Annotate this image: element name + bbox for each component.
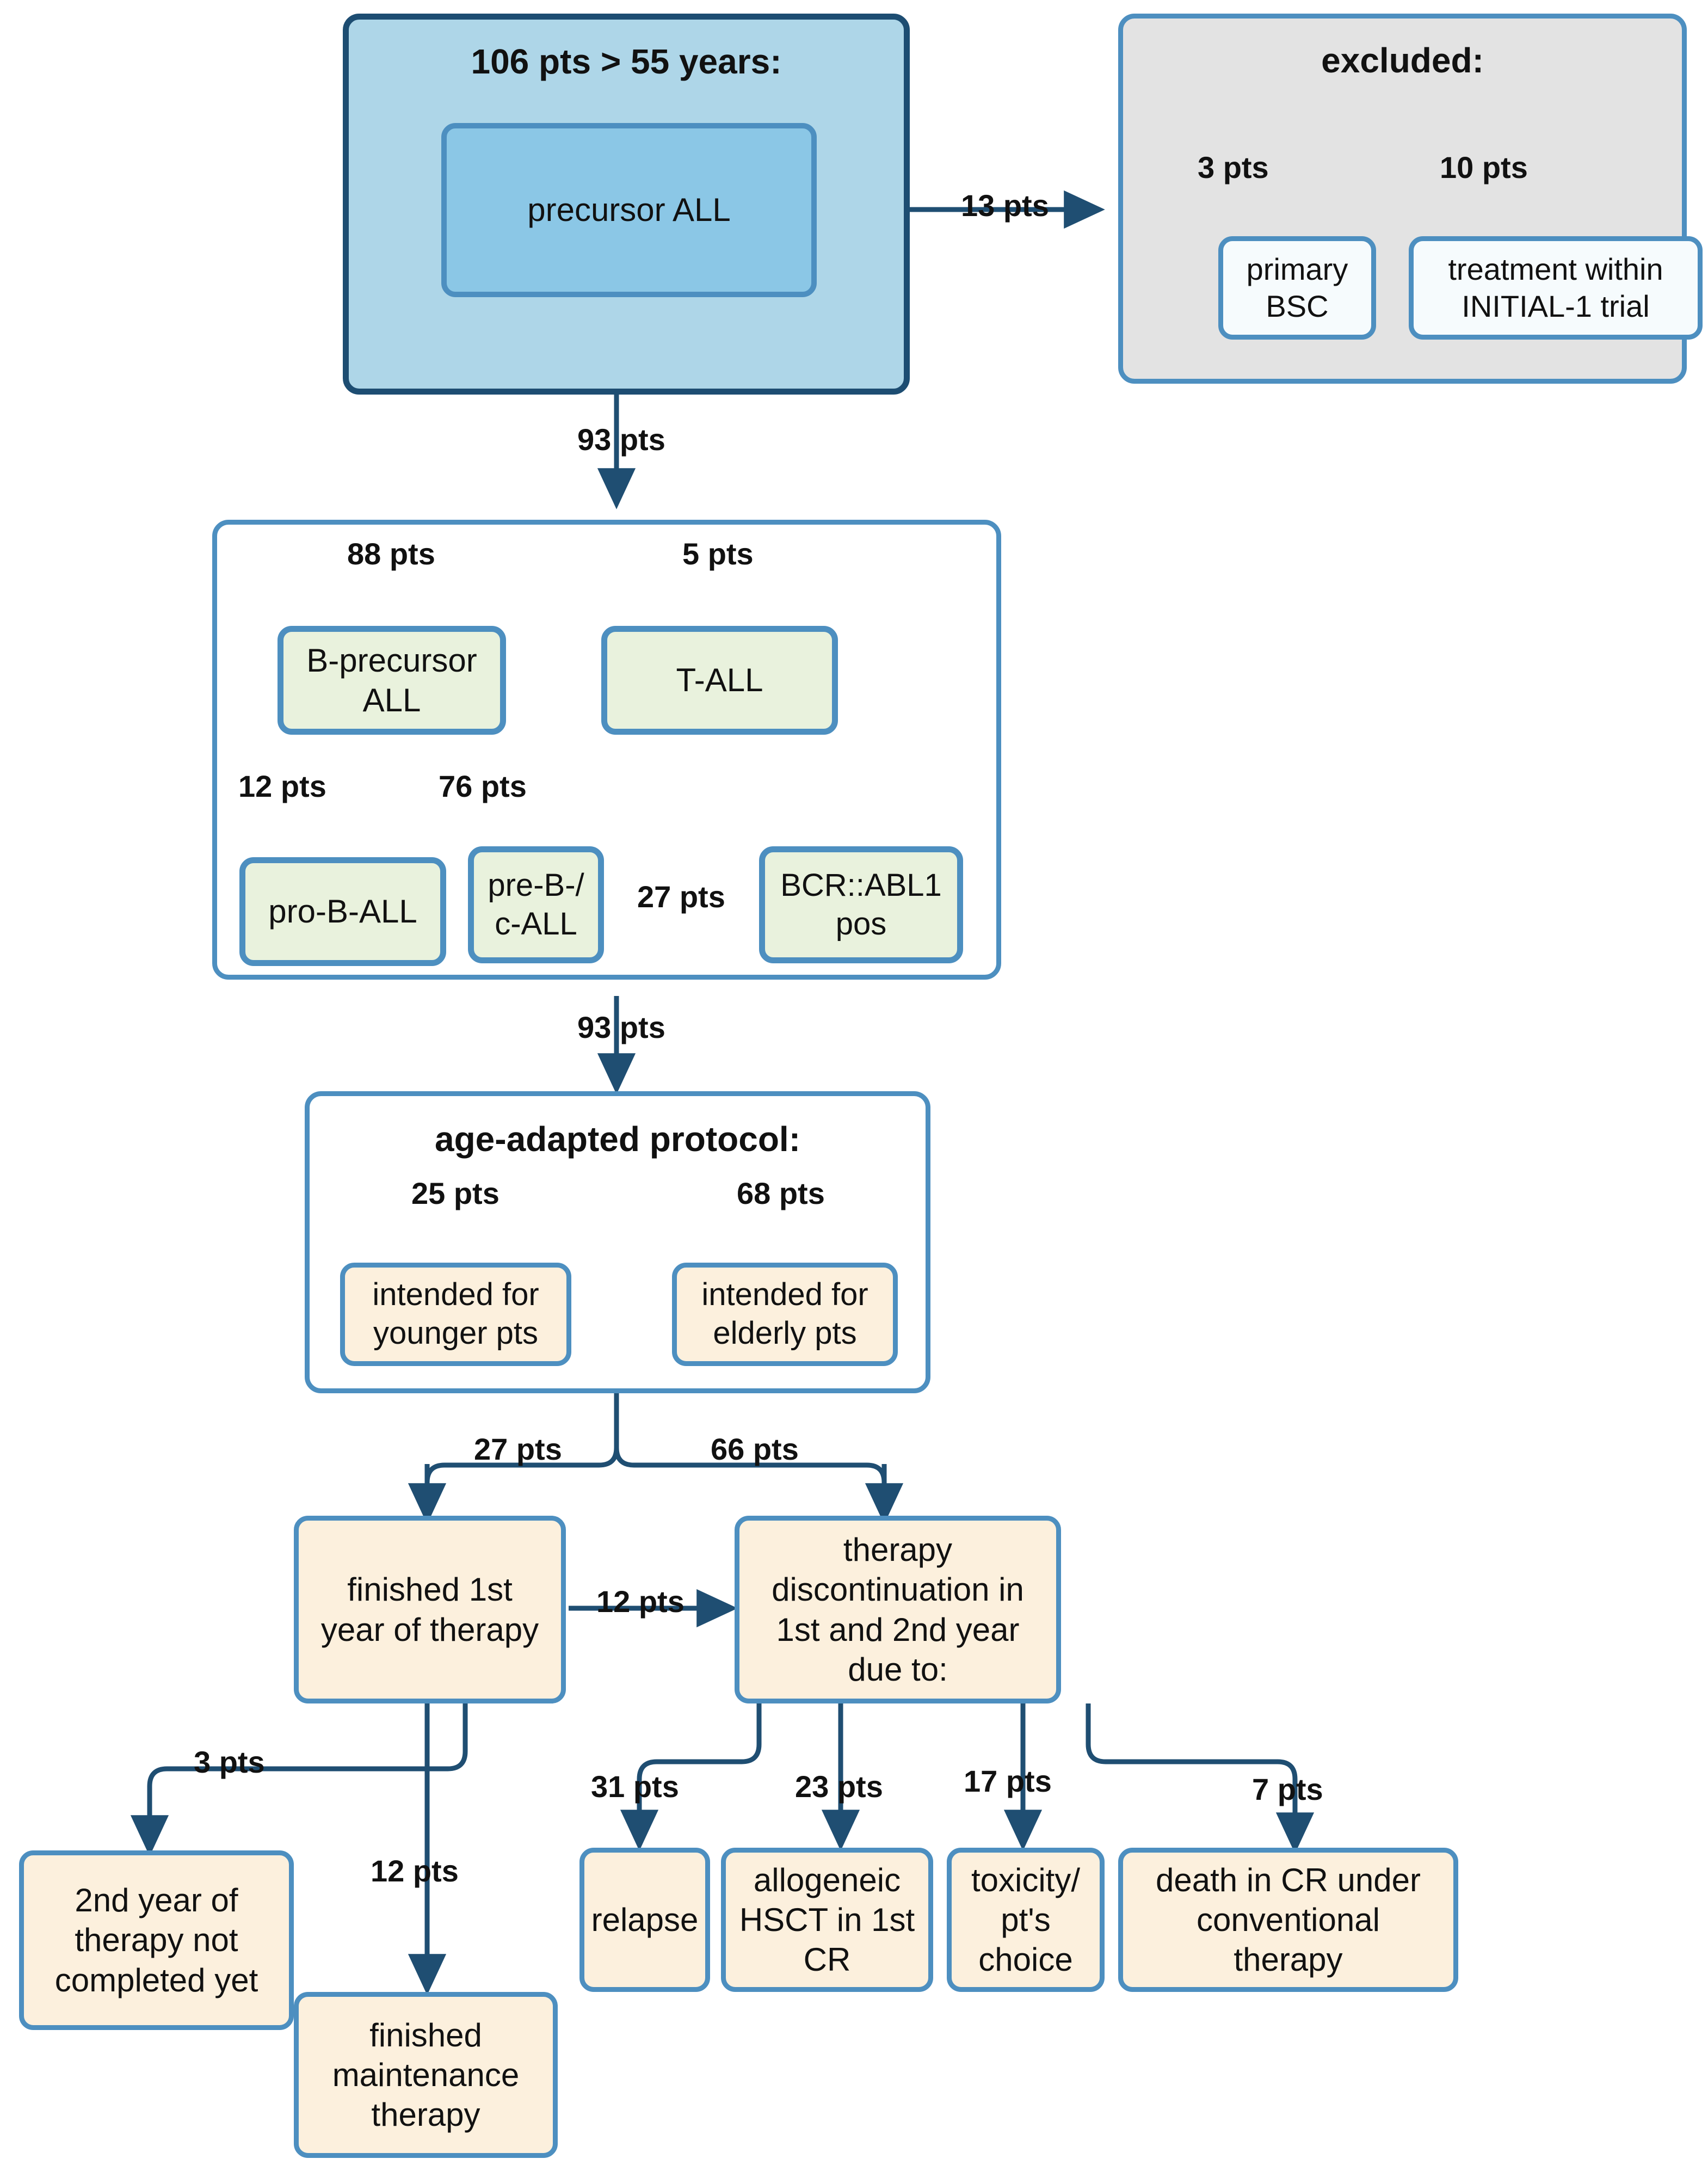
- excluded-header: excluded:: [1321, 41, 1484, 80]
- box-intended-younger-label: intended for younger pts: [372, 1277, 539, 1351]
- box-bcr-abl1-pos: BCR::ABL1 pos: [759, 846, 963, 963]
- edge-label-to-protocol: 93 pts: [577, 1010, 665, 1044]
- edge-label-excluded-total: 13 pts: [961, 188, 1049, 223]
- precursor-all-label: precursor ALL: [527, 192, 731, 229]
- box-therapy-discontinuation-label: therapy discontinuation in 1st and 2nd y…: [772, 1532, 1024, 1688]
- box-pre-b-c-all-label: pre-B-/ c-ALL: [488, 867, 584, 942]
- box-t-all-label: T-ALL: [676, 662, 763, 699]
- excluded-box-initial1-label: treatment within INITIAL-1 trial: [1448, 251, 1663, 323]
- edge-label-finished-1st-year: 27 pts: [474, 1432, 562, 1466]
- box-b-precursor-all-label: B-precursor ALL: [306, 642, 477, 718]
- edge-label-maintenance: 12 pts: [371, 1854, 459, 1888]
- box-pro-b-all: pro-B-ALL: [239, 857, 446, 966]
- box-therapy-discontinuation: therapy discontinuation in 1st and 2nd y…: [735, 1516, 1061, 1703]
- edge-label-first-to-disc: 12 pts: [596, 1584, 685, 1619]
- edge-label-elderly: 68 pts: [733, 1176, 828, 1211]
- edge-label-relapse: 31 pts: [591, 1769, 679, 1804]
- edge-label-hsct: 23 pts: [795, 1769, 883, 1804]
- cohort-box: 106 pts > 55 years: precursor ALL: [343, 14, 910, 395]
- box-2nd-year-not-completed-label: 2nd year of therapy not completed yet: [54, 1882, 258, 1998]
- edge-label-t-all: 5 pts: [679, 536, 757, 571]
- box-finished-maintenance-label: finished maintenance therapy: [332, 2016, 520, 2133]
- box-toxicity-pt-choice-label: toxicity/ pt's choice: [971, 1861, 1081, 1978]
- cohort-header: 106 pts > 55 years:: [471, 42, 782, 81]
- edge-label-bcr-abl1: 27 pts: [634, 879, 729, 914]
- box-finished-maintenance: finished maintenance therapy: [294, 1992, 558, 2158]
- edge-label-pre-b-c: 76 pts: [435, 768, 530, 804]
- box-pro-b-all-label: pro-B-ALL: [268, 893, 417, 930]
- edge-label-to-phenotype: 93 pts: [577, 422, 665, 457]
- box-finished-1st-year: finished 1st year of therapy: [294, 1516, 566, 1703]
- box-allogeneic-hsct: allogeneic HSCT in 1st CR: [721, 1848, 933, 1992]
- edge-label-excluded-bsc: 3 pts: [1194, 150, 1272, 185]
- box-death-in-cr-label: death in CR under conventional therapy: [1156, 1861, 1421, 1978]
- precursor-all-box: precursor ALL: [441, 123, 817, 297]
- box-intended-younger: intended for younger pts: [340, 1263, 571, 1366]
- excluded-box-primary-bsc: primary BSC: [1218, 236, 1376, 340]
- box-relapse: relapse: [579, 1848, 710, 1992]
- excluded-box-primary-bsc-label: primary BSC: [1246, 251, 1348, 323]
- excluded-panel: excluded: primary BSC treatment within I…: [1118, 14, 1703, 384]
- box-intended-elderly: intended for elderly pts: [672, 1263, 898, 1366]
- edge-label-b-precursor: 88 pts: [344, 536, 439, 571]
- edge-label-death-cr: 7 pts: [1252, 1772, 1323, 1806]
- box-pre-b-c-all: pre-B-/ c-ALL: [468, 846, 604, 963]
- box-finished-1st-year-label: finished 1st year of therapy: [320, 1571, 539, 1648]
- edge-label-excluded-initial1: 10 pts: [1436, 150, 1531, 185]
- excluded-box-initial1: treatment within INITIAL-1 trial: [1409, 236, 1703, 340]
- edge-label-pro-b: 12 pts: [235, 768, 330, 804]
- edge-label-discontinuation: 66 pts: [711, 1432, 799, 1466]
- box-death-in-cr: death in CR under conventional therapy: [1118, 1848, 1458, 1992]
- box-2nd-year-not-completed: 2nd year of therapy not completed yet: [19, 1850, 294, 2030]
- edge-label-younger: 25 pts: [408, 1176, 503, 1211]
- box-allogeneic-hsct-label: allogeneic HSCT in 1st CR: [739, 1861, 915, 1978]
- box-bcr-abl1-pos-label: BCR::ABL1 pos: [780, 867, 942, 942]
- protocol-header: age-adapted protocol:: [434, 1120, 801, 1159]
- box-relapse-label: relapse: [591, 1901, 699, 1938]
- box-toxicity-pt-choice: toxicity/ pt's choice: [947, 1848, 1105, 1992]
- edge-label-toxicity: 17 pts: [964, 1764, 1052, 1798]
- edge-label-second-year-incomplete: 3 pts: [194, 1745, 265, 1779]
- box-t-all: T-ALL: [601, 626, 838, 735]
- box-intended-elderly-label: intended for elderly pts: [701, 1277, 868, 1351]
- box-b-precursor-all: B-precursor ALL: [278, 626, 506, 735]
